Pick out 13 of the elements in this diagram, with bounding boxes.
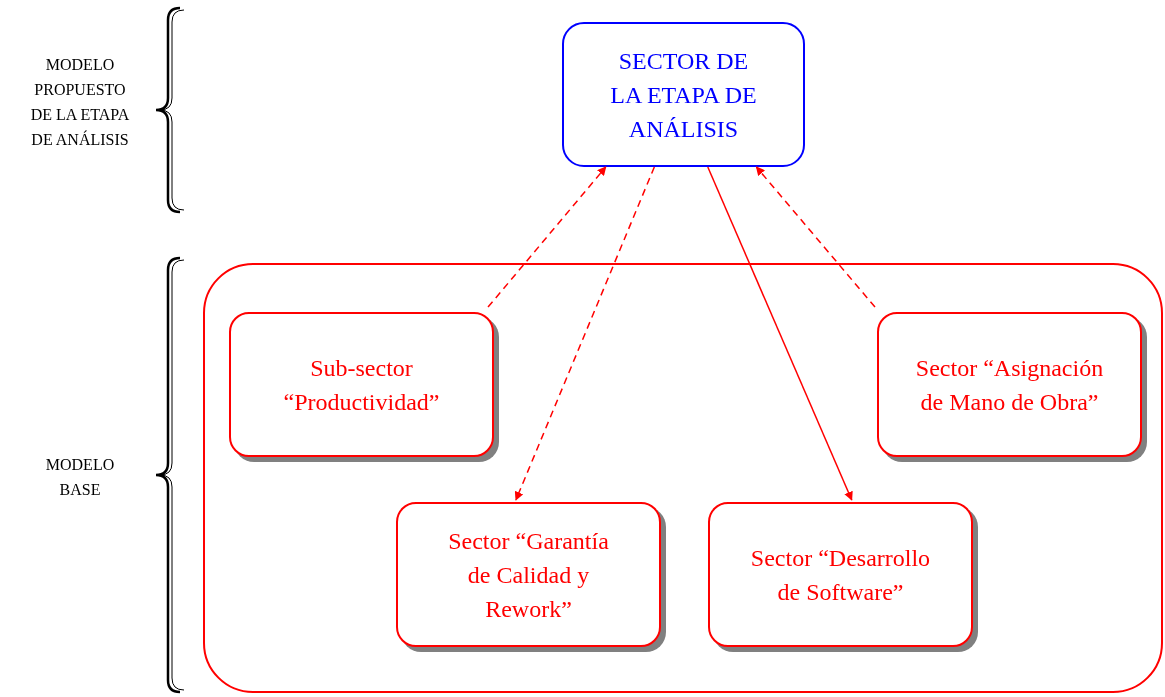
sector-name: Sector “Desarrollo de Software” — [749, 543, 932, 607]
arrow — [707, 166, 853, 501]
sector-name: Sector “Asignación de Mano de Obra” — [914, 353, 1105, 417]
sector-name: SECTOR DE LA ETAPA DE ANÁLISIS — [609, 46, 758, 144]
arrow — [487, 166, 607, 308]
sector-name: Sub-sector “Productividad” — [282, 353, 441, 417]
arrow — [514, 166, 656, 501]
sector-box — [562, 22, 805, 167]
level-label: MODELO BASE — [44, 455, 116, 500]
level-label: MODELO PROPUESTO DE LA ETAPA DE ANÁLISIS — [29, 55, 131, 150]
sector-name: Sector “Garantía de Calidad y Rework” — [447, 526, 610, 624]
group-container — [203, 263, 1163, 693]
arrow — [755, 166, 876, 308]
